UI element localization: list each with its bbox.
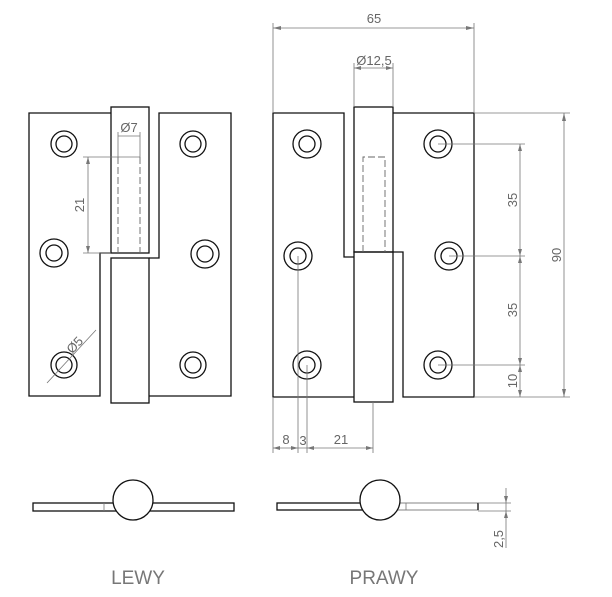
dim-knuckle-diameter: Ø12,5 — [356, 53, 391, 68]
dim-edge-offset: 8 — [282, 432, 289, 447]
dim-pin-length: 21 — [72, 198, 87, 212]
label-prawy: PRAWY — [350, 568, 419, 589]
dim-knuckle-offset: 21 — [334, 432, 348, 447]
dim-hole-offset: 3 — [299, 433, 306, 448]
dim-pin-diameter: Ø7 — [120, 120, 137, 135]
left-hinge-top-view: LEWY — [32, 479, 235, 589]
dim-hole-spacing-top: 35 — [505, 193, 520, 207]
right-hinge-top-view: 2,5 PRAWY — [276, 479, 511, 589]
dim-thickness: 2,5 — [491, 530, 506, 548]
dim-hole-spacing-bottom: 35 — [505, 303, 520, 317]
dim-height: 90 — [549, 248, 564, 262]
screw-holes — [283, 129, 464, 380]
label-lewy: LEWY — [111, 568, 165, 589]
screw-holes — [39, 130, 220, 379]
dim-hole-edge: 10 — [505, 374, 520, 388]
right-hinge-front-view: 65 Ø12,5 35 35 10 90 8 3 21 — [272, 11, 570, 453]
left-hinge-front-view: Ø7 21 Ø5 — [28, 106, 232, 404]
dim-width: 65 — [367, 11, 381, 26]
